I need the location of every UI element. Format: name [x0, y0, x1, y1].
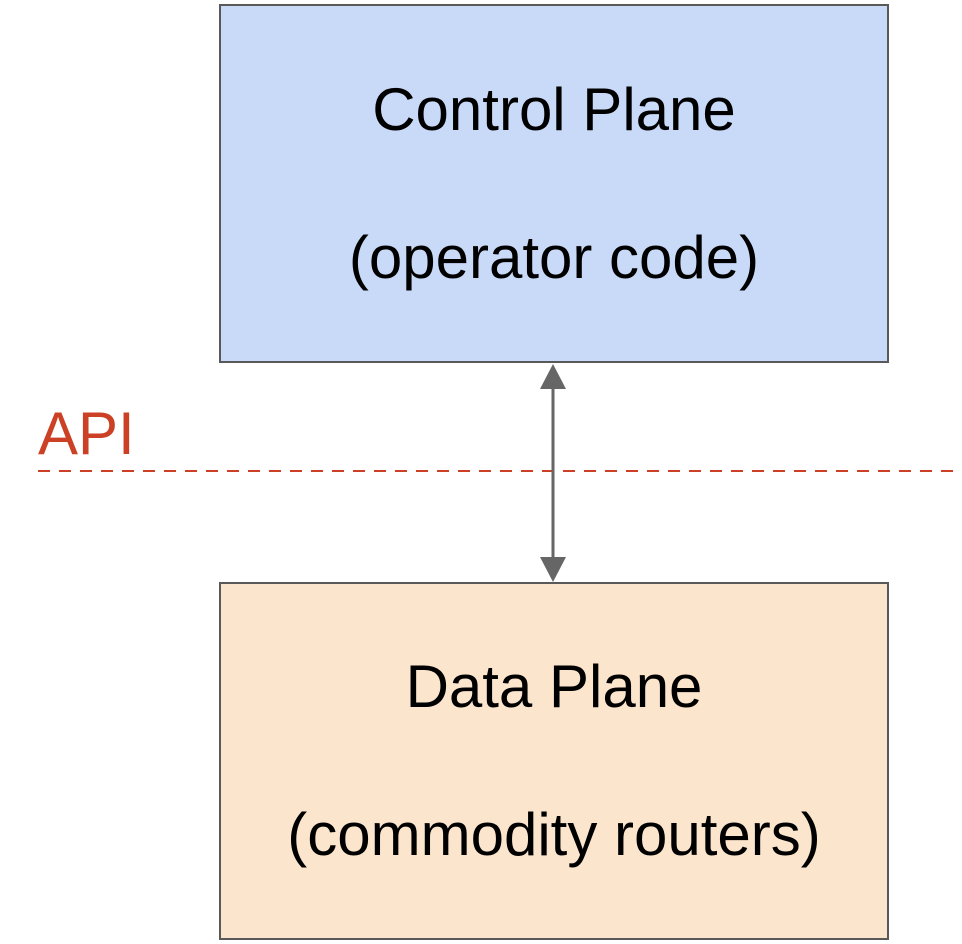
control-plane-subtitle: (operator code): [348, 223, 760, 291]
arrow-head-down-icon: [540, 557, 566, 582]
data-plane-title: Data Plane: [405, 653, 703, 720]
data-plane-subtitle: (commodity routers): [287, 801, 821, 868]
api-label: API: [38, 400, 135, 467]
data-plane-box: Data Plane (commodity routers): [219, 582, 889, 940]
arrow-head-up-icon: [540, 364, 566, 389]
control-plane-box: Control Plane (operator code): [219, 4, 889, 363]
control-plane-title: Control Plane: [372, 75, 736, 143]
